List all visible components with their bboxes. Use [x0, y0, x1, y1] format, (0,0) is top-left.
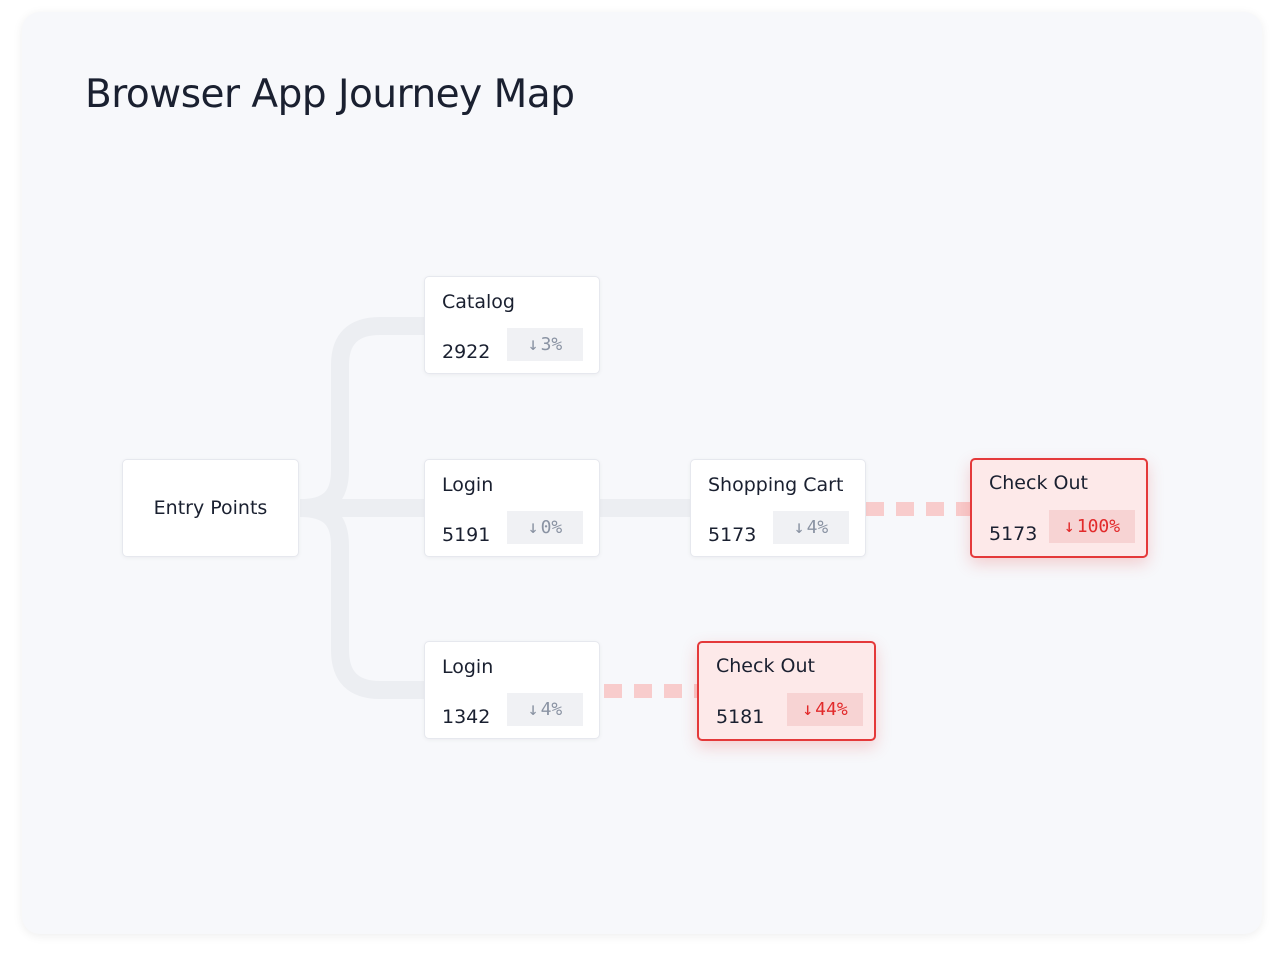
change-value: 4% [806, 517, 829, 538]
node-count: 5181 [716, 706, 765, 728]
node-count: 2922 [442, 341, 491, 363]
node-login-secondary[interactable]: Login 1342 ↓4% [424, 641, 600, 739]
node-label: Catalog [442, 291, 515, 313]
node-login[interactable]: Login 5191 ↓0% [424, 459, 600, 557]
change-value: 44% [815, 699, 848, 720]
arrow-down-icon: ↓ [802, 699, 814, 720]
node-label: Shopping Cart [708, 474, 844, 496]
change-badge: ↓4% [773, 511, 849, 544]
node-label: Login [442, 474, 494, 496]
node-check-out-alert[interactable]: Check Out 5173 ↓100% [970, 458, 1148, 558]
arrow-down-icon: ↓ [793, 517, 805, 538]
node-count: 5173 [708, 524, 757, 546]
arrow-down-icon: ↓ [527, 699, 539, 720]
change-badge: ↓3% [507, 328, 583, 361]
change-value: 3% [540, 334, 563, 355]
node-label: Login [442, 656, 494, 678]
node-catalog[interactable]: Catalog 2922 ↓3% [424, 276, 600, 374]
node-shopping-cart[interactable]: Shopping Cart 5173 ↓4% [690, 459, 866, 557]
change-value: 100% [1076, 516, 1121, 537]
node-label: Check Out [716, 655, 815, 677]
node-check-out-secondary-alert[interactable]: Check Out 5181 ↓44% [697, 641, 876, 741]
node-label: Check Out [989, 472, 1088, 494]
arrow-down-icon: ↓ [527, 334, 539, 355]
node-count: 1342 [442, 706, 491, 728]
change-badge: ↓4% [507, 693, 583, 726]
node-count: 5191 [442, 524, 491, 546]
change-badge: ↓100% [1049, 510, 1135, 543]
change-badge: ↓0% [507, 511, 583, 544]
change-value: 4% [540, 699, 563, 720]
arrow-down-icon: ↓ [1063, 516, 1075, 537]
connector-entry-login-b [299, 499, 426, 699]
node-label: Entry Points [153, 497, 268, 519]
change-value: 0% [540, 517, 563, 538]
page-title: Browser App Journey Map [85, 72, 575, 117]
change-badge: ↓44% [787, 693, 863, 726]
connector-entry-catalog [299, 317, 426, 517]
node-count: 5173 [989, 523, 1038, 545]
arrow-down-icon: ↓ [527, 517, 539, 538]
entry-points-node[interactable]: Entry Points [122, 459, 299, 557]
